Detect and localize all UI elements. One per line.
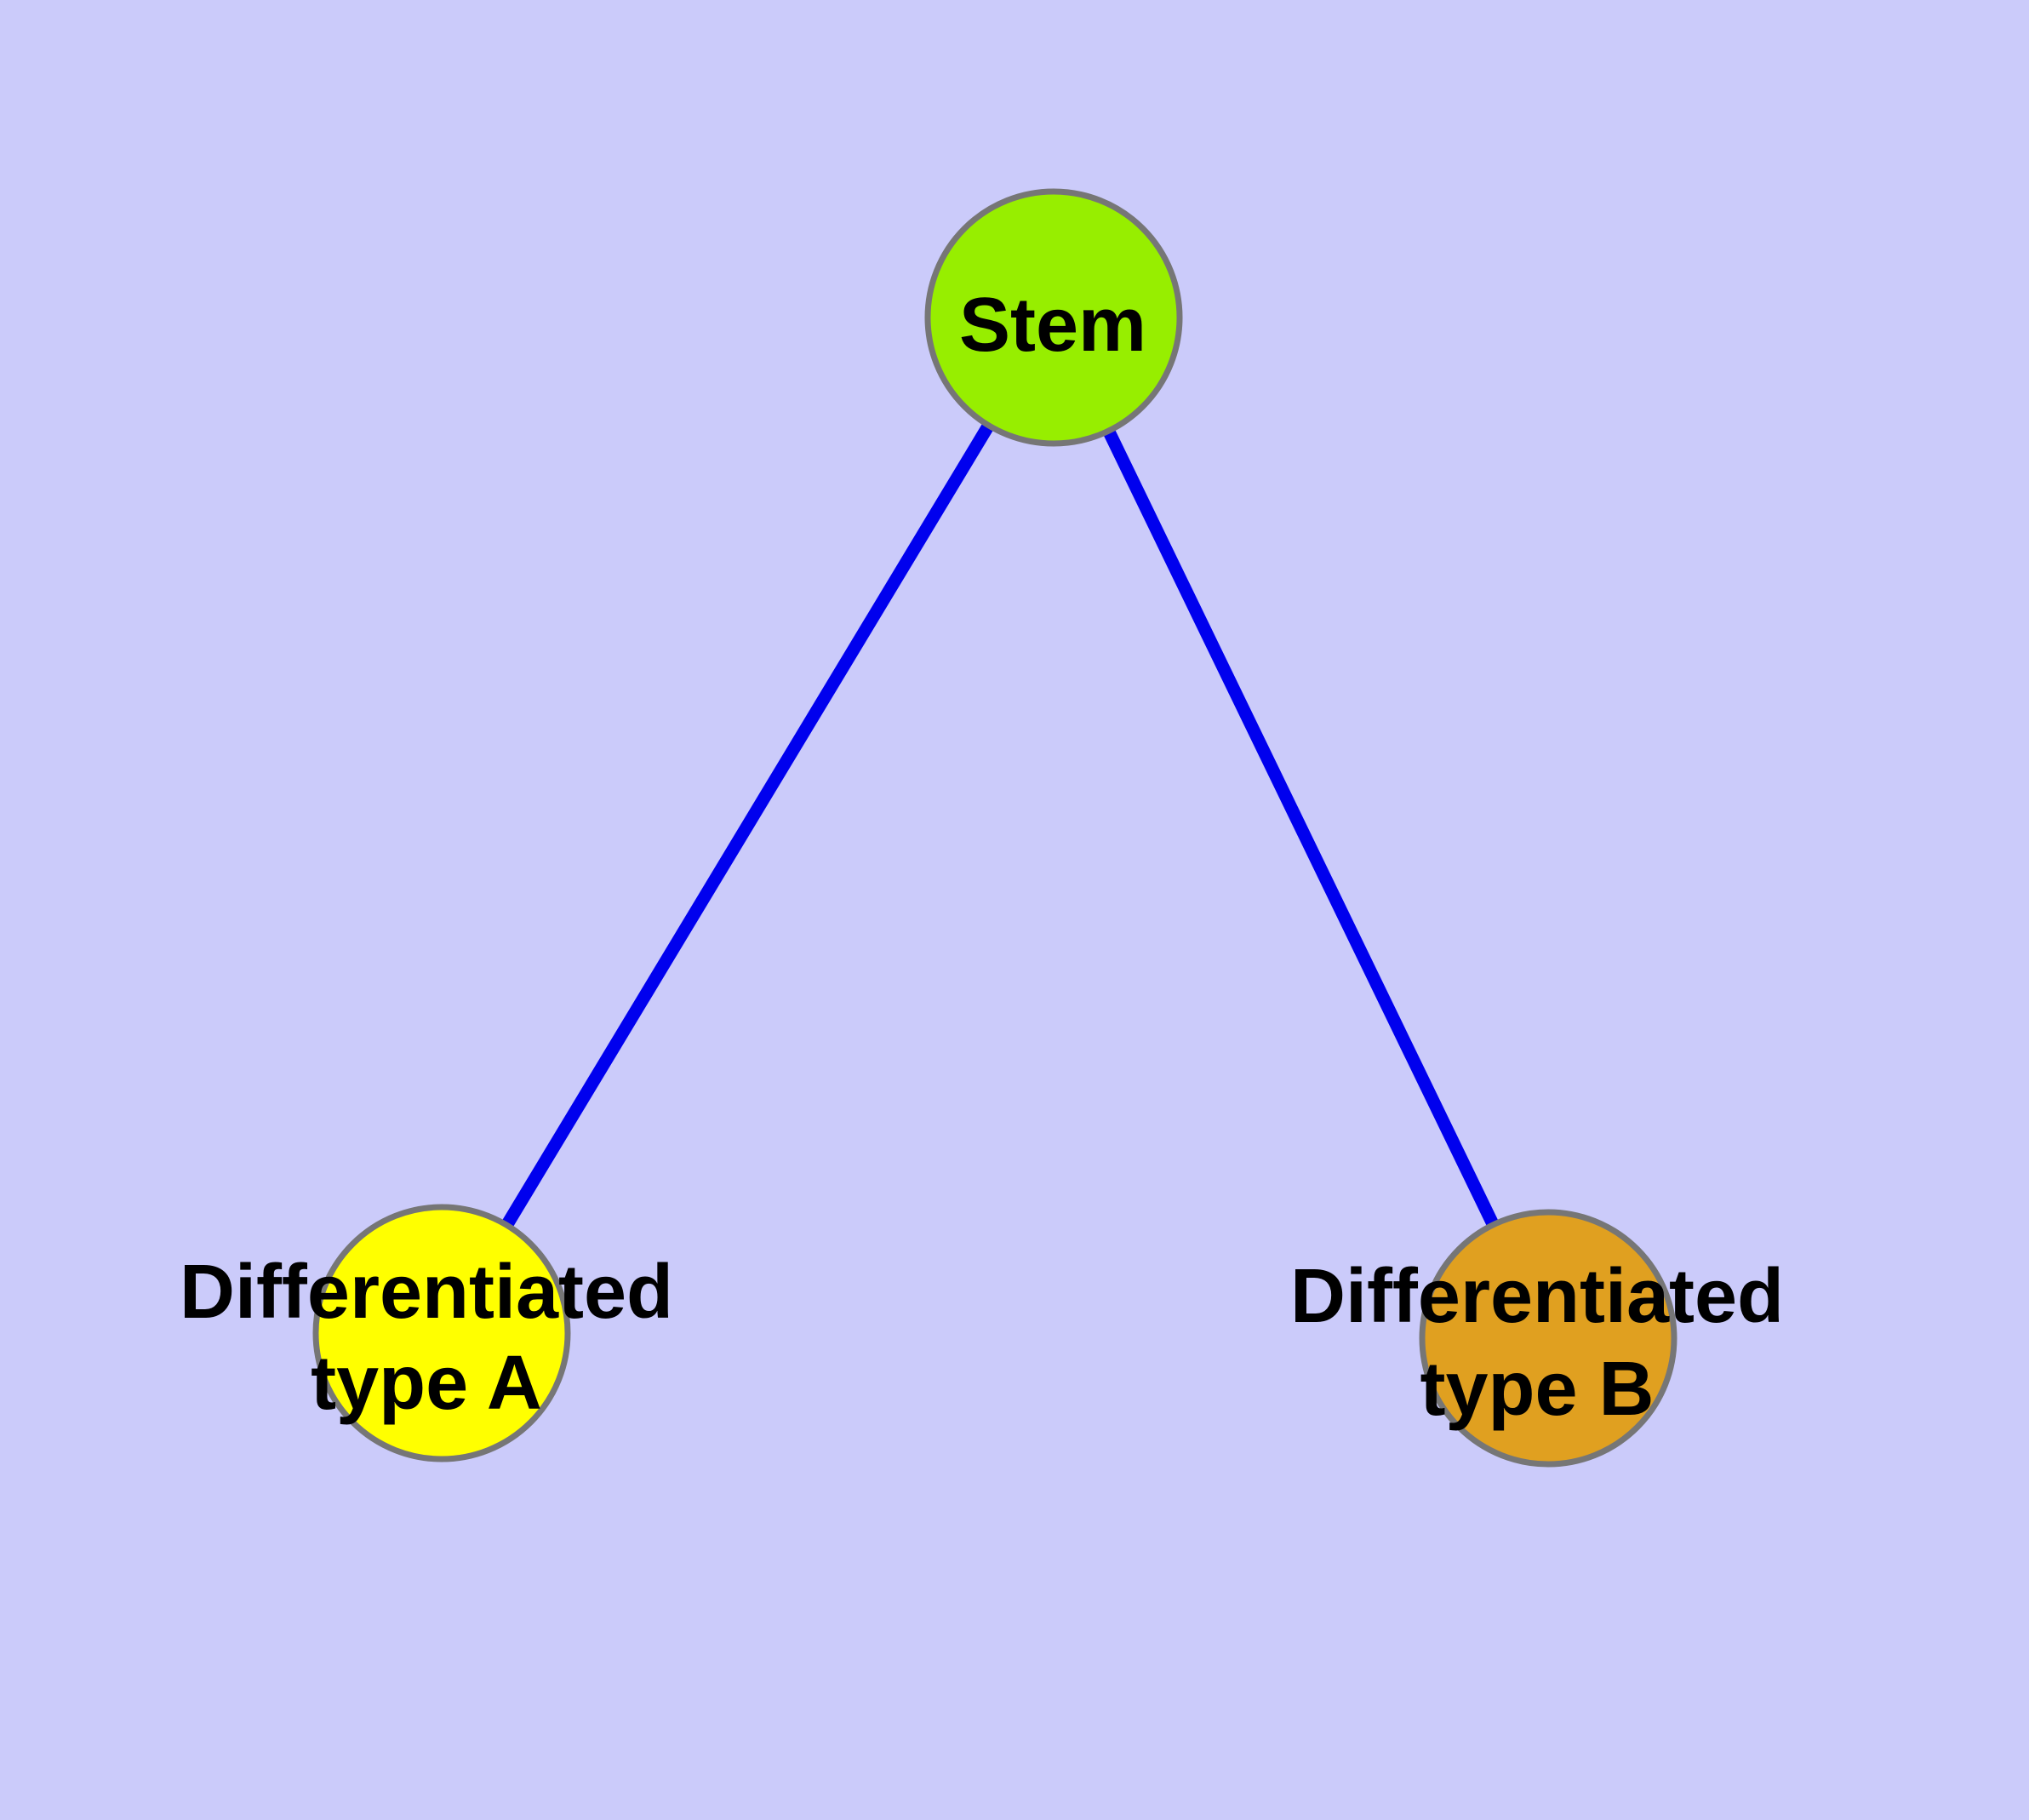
edge-stem-to-type-a [436,314,1060,1336]
edge-stem-to-type-b [1048,314,1554,1342]
node-stem: Stem [924,188,1183,447]
node-type-a-label-line2: type A [311,1341,542,1426]
node-type-b-label-line1: Differentiated [1290,1254,1784,1339]
node-differentiated-type-a: Differentiated type A [180,1204,673,1462]
node-type-b-circle [1419,1209,1677,1468]
node-type-a-label-line1: Differentiated [180,1250,673,1335]
node-type-b-label-line2: type B [1420,1347,1654,1432]
node-stem-label: Stem [959,283,1146,368]
node-stem-circle [924,188,1183,447]
node-differentiated-type-b: Differentiated type B [1290,1209,1784,1468]
node-type-a-circle [312,1204,571,1462]
